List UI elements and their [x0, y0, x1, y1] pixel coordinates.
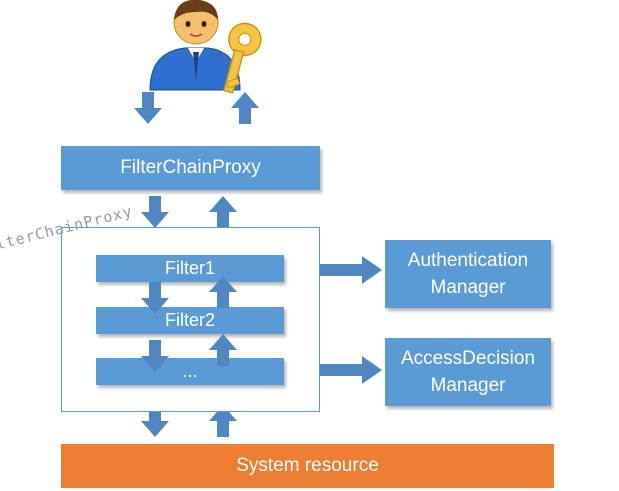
access-decision-manager-box: AccessDecision Manager [385, 338, 551, 406]
filter-chain-proxy-box: FilterChainProxy [61, 146, 320, 190]
access-decision-manager-line2: Manager [430, 375, 506, 396]
arrow-down-user-to-proxy [134, 92, 162, 124]
access-decision-manager-line1: AccessDecision [400, 348, 536, 369]
authentication-manager-line2: Manager [430, 277, 506, 298]
system-resource-label: System resource [236, 455, 379, 476]
filter-ellipsis-box: ... [96, 358, 284, 385]
filter-chain-proxy-label: FilterChainProxy [120, 157, 261, 178]
user-with-key-icon [149, 0, 262, 94]
arrow-up-chain-to-proxy [209, 196, 237, 228]
arrow-up-proxy-to-user [231, 92, 259, 124]
arrow-down-proxy-to-chain [141, 196, 169, 228]
filter1-box: Filter1 [96, 255, 284, 282]
filter2-label: Filter2 [164, 310, 215, 330]
system-resource-box: System resource [61, 444, 554, 488]
authentication-manager-box: Authentication Manager [385, 240, 551, 308]
authentication-manager-line1: Authentication [407, 250, 529, 271]
filter2-box: Filter2 [96, 307, 284, 334]
filter-ellipsis-label: ... [182, 361, 198, 381]
double-arrow-filter1-authentication [288, 256, 382, 284]
filter1-label: Filter1 [164, 258, 215, 278]
double-arrow-ellipsis-accessdecision [288, 356, 382, 384]
